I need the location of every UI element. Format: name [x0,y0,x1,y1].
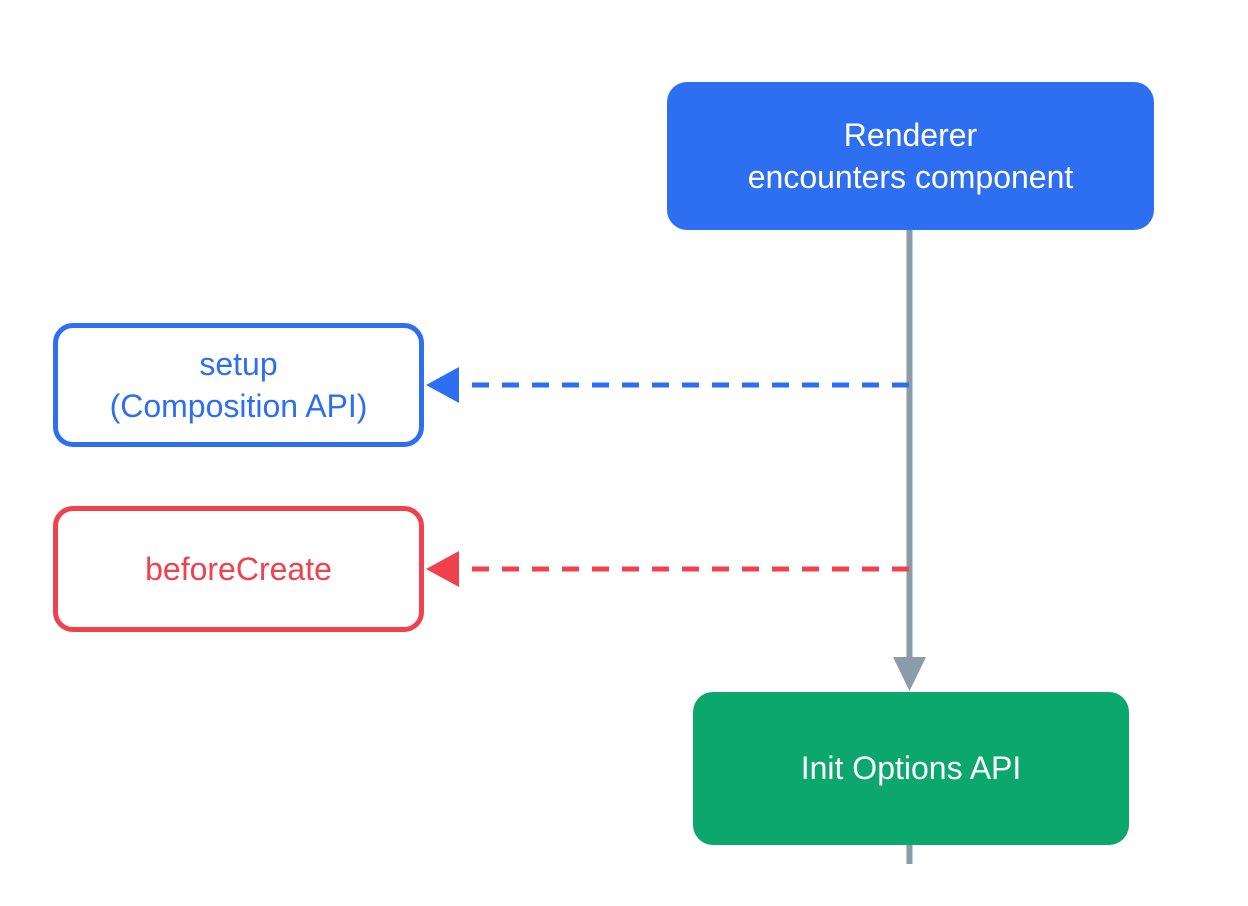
setup-left-arrowhead-icon [426,367,459,403]
beforecreate-left-arrowhead-icon [426,551,459,587]
down-arrowhead-icon [893,657,926,691]
node-beforecreate: beforeCreate [53,506,424,632]
node-init-options-api: Init Options API [693,692,1129,845]
node-setup-composition-api: setup (Composition API) [53,323,424,447]
node-renderer-encounters-component: Renderer encounters component [667,82,1154,230]
